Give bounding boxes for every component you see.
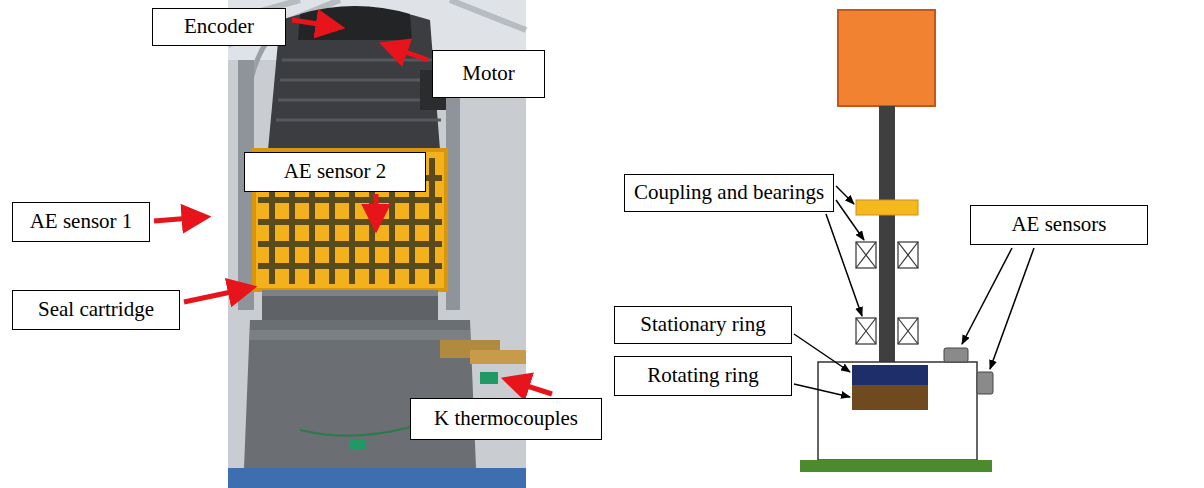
- leader-arrow: [990, 248, 1034, 369]
- rig-photo: [350, 440, 366, 450]
- callout-label: Coupling and bearings: [634, 181, 824, 204]
- rig-photo: [262, 290, 438, 296]
- rig-schematic: [856, 242, 876, 268]
- callout-label: Motor: [462, 62, 515, 85]
- callout-label: AE sensor 2: [284, 160, 387, 183]
- rig-schematic: [818, 362, 977, 460]
- rig-photo: [228, 468, 526, 488]
- leader-arrow: [794, 334, 850, 372]
- callout-box: AE sensor 1: [12, 202, 150, 242]
- leader-arrow: [836, 200, 864, 240]
- rig-schematic: [856, 200, 918, 215]
- rig-schematic: [898, 318, 918, 344]
- rig-schematic: [944, 348, 968, 362]
- callout-box: Stationary ring: [614, 306, 792, 344]
- callout-box: Rotating ring: [614, 356, 792, 396]
- rig-photo: [262, 290, 438, 320]
- pointer-arrow: [154, 217, 204, 221]
- rig-schematic: [852, 385, 928, 410]
- rig-schematic: [856, 318, 876, 344]
- pointer-arrow: [154, 20, 552, 394]
- rig-schematic: [856, 242, 918, 344]
- rig-schematic: [898, 242, 918, 268]
- callout-label: AE sensors: [1011, 213, 1106, 236]
- rig-schematic: [856, 242, 876, 268]
- rig-photo: [480, 372, 498, 384]
- callout-label: Encoder: [184, 15, 254, 38]
- pointer-arrow: [508, 380, 552, 394]
- callout-box: Motor: [432, 50, 545, 98]
- rig-schematic: [852, 365, 928, 385]
- callout-label: AE sensor 1: [30, 210, 133, 233]
- callout-label: Seal cartridge: [38, 298, 154, 321]
- callout-label: K thermocouples: [434, 407, 578, 430]
- rig-photo: [470, 350, 526, 364]
- rig-schematic: [800, 460, 992, 472]
- callout-box: Seal cartridge: [12, 290, 180, 330]
- leader-arrow: [826, 214, 862, 316]
- leader-arrow: [836, 186, 854, 204]
- rig-schematic: [856, 318, 876, 344]
- callout-label: Rotating ring: [647, 364, 758, 387]
- leader-arrow: [794, 384, 850, 397]
- callout-label: Stationary ring: [640, 313, 765, 336]
- rig-schematic: [898, 318, 918, 344]
- rig-schematic: [977, 372, 993, 394]
- callout-box: AE sensors: [970, 205, 1148, 245]
- rig-photo: [276, 60, 441, 120]
- rig-schematic: [898, 242, 918, 268]
- callout-box: AE sensor 2: [244, 152, 426, 192]
- callout-box: Coupling and bearings: [624, 174, 834, 212]
- pointer-arrow: [292, 20, 338, 27]
- rig-schematic: [838, 10, 935, 106]
- callout-box: Encoder: [152, 8, 286, 46]
- rig-schematic: [800, 10, 993, 472]
- pointer-arrow: [374, 194, 379, 226]
- pointer-arrow: [386, 45, 428, 60]
- callout-box: K thermocouples: [410, 398, 602, 440]
- pointer-arrow: [184, 288, 250, 302]
- rig-photo: [250, 330, 470, 340]
